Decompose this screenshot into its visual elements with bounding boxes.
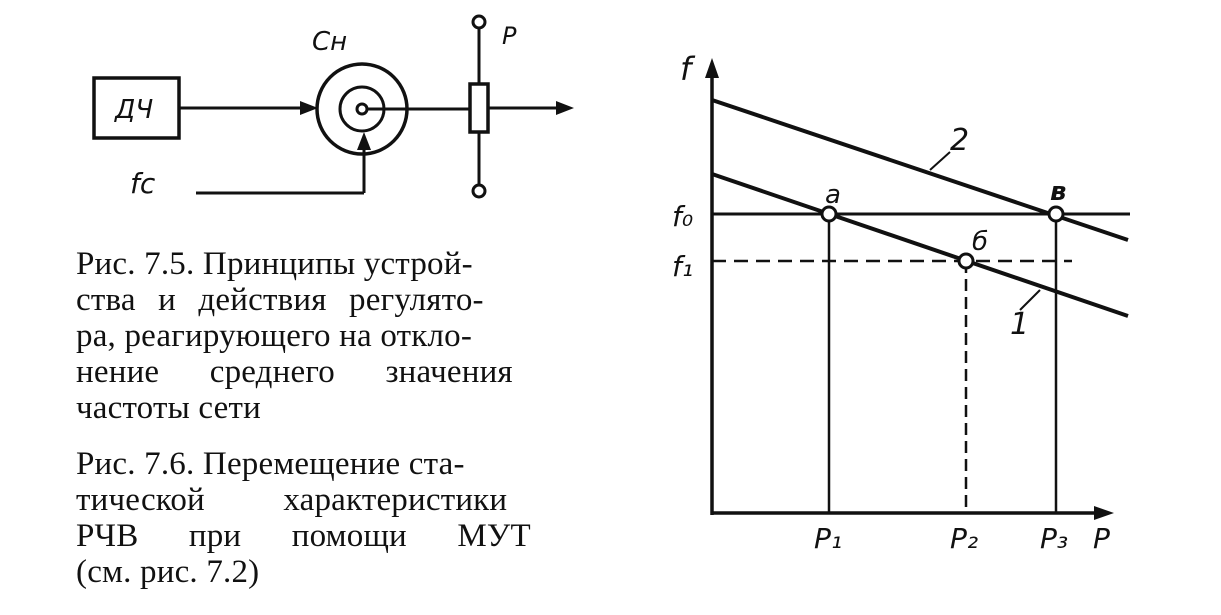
p-axis-label: P — [1093, 522, 1110, 555]
caption-76-line-3: РЧВ при помощи МУТ — [76, 518, 531, 554]
point-b-marker — [957, 252, 975, 270]
f-axis-arrow — [705, 58, 719, 78]
p-axis-arrow — [1094, 506, 1114, 520]
point-v-label: в — [1050, 177, 1066, 207]
dch-label: ДЧ — [114, 95, 153, 125]
f0-label: f₀ — [672, 200, 693, 233]
line1-leader — [1019, 289, 1041, 311]
sn-label: Сн — [312, 27, 347, 57]
pot-top-terminal — [471, 14, 487, 30]
point-a-label: а — [825, 180, 841, 210]
arrowhead-fc — [357, 132, 371, 150]
arrowhead-dch — [300, 101, 318, 115]
sn-center — [355, 102, 369, 116]
pot-bottom-terminal — [471, 183, 487, 199]
f-axis-label: f — [680, 50, 696, 88]
caption-75-line-4: нение среднего значения — [76, 354, 513, 390]
caption-fig-7-5: Рис. 7.5. Принципы устрой- ства и действ… — [76, 246, 556, 426]
point-a-marker — [820, 205, 838, 223]
arrowhead-output — [556, 101, 574, 115]
caption-75-line-2: ства и действия регулято- — [76, 282, 484, 318]
caption-fig-7-6: Рис. 7.6. Перемещение ста- тической хара… — [76, 446, 556, 590]
static-characteristic-graph: f P f₀ f₁ 2 1 — [672, 50, 1130, 555]
p2-label: P₂ — [950, 522, 978, 555]
p-label: Р — [502, 22, 517, 50]
caption-76-line-1: Рис. 7.6. Перемещение ста- — [76, 446, 465, 482]
caption-76-line-2: тической характеристики — [76, 482, 508, 518]
characteristic-line-1 — [711, 172, 1129, 318]
fc-label: fc — [130, 167, 156, 200]
caption-75-line-5: частоты сети — [76, 390, 261, 426]
caption-76-line-4: (см. рис. 7.2) — [76, 554, 260, 590]
characteristic-line-2 — [711, 98, 1129, 242]
line1-label: 1 — [1010, 307, 1029, 342]
p1-label: P₁ — [814, 522, 842, 555]
line2-label: 2 — [950, 123, 969, 158]
caption-75-line-3: ра, реагирующего на откло- — [76, 318, 473, 354]
f1-label: f₁ — [672, 250, 693, 283]
p3-label: P₃ — [1040, 522, 1068, 555]
potentiometer — [468, 82, 490, 134]
line2-leader — [929, 151, 951, 171]
point-b-label: б — [972, 227, 988, 257]
caption-75-line-1: Рис. 7.5. Принципы устрой- — [76, 246, 473, 282]
point-v-marker — [1047, 205, 1065, 223]
